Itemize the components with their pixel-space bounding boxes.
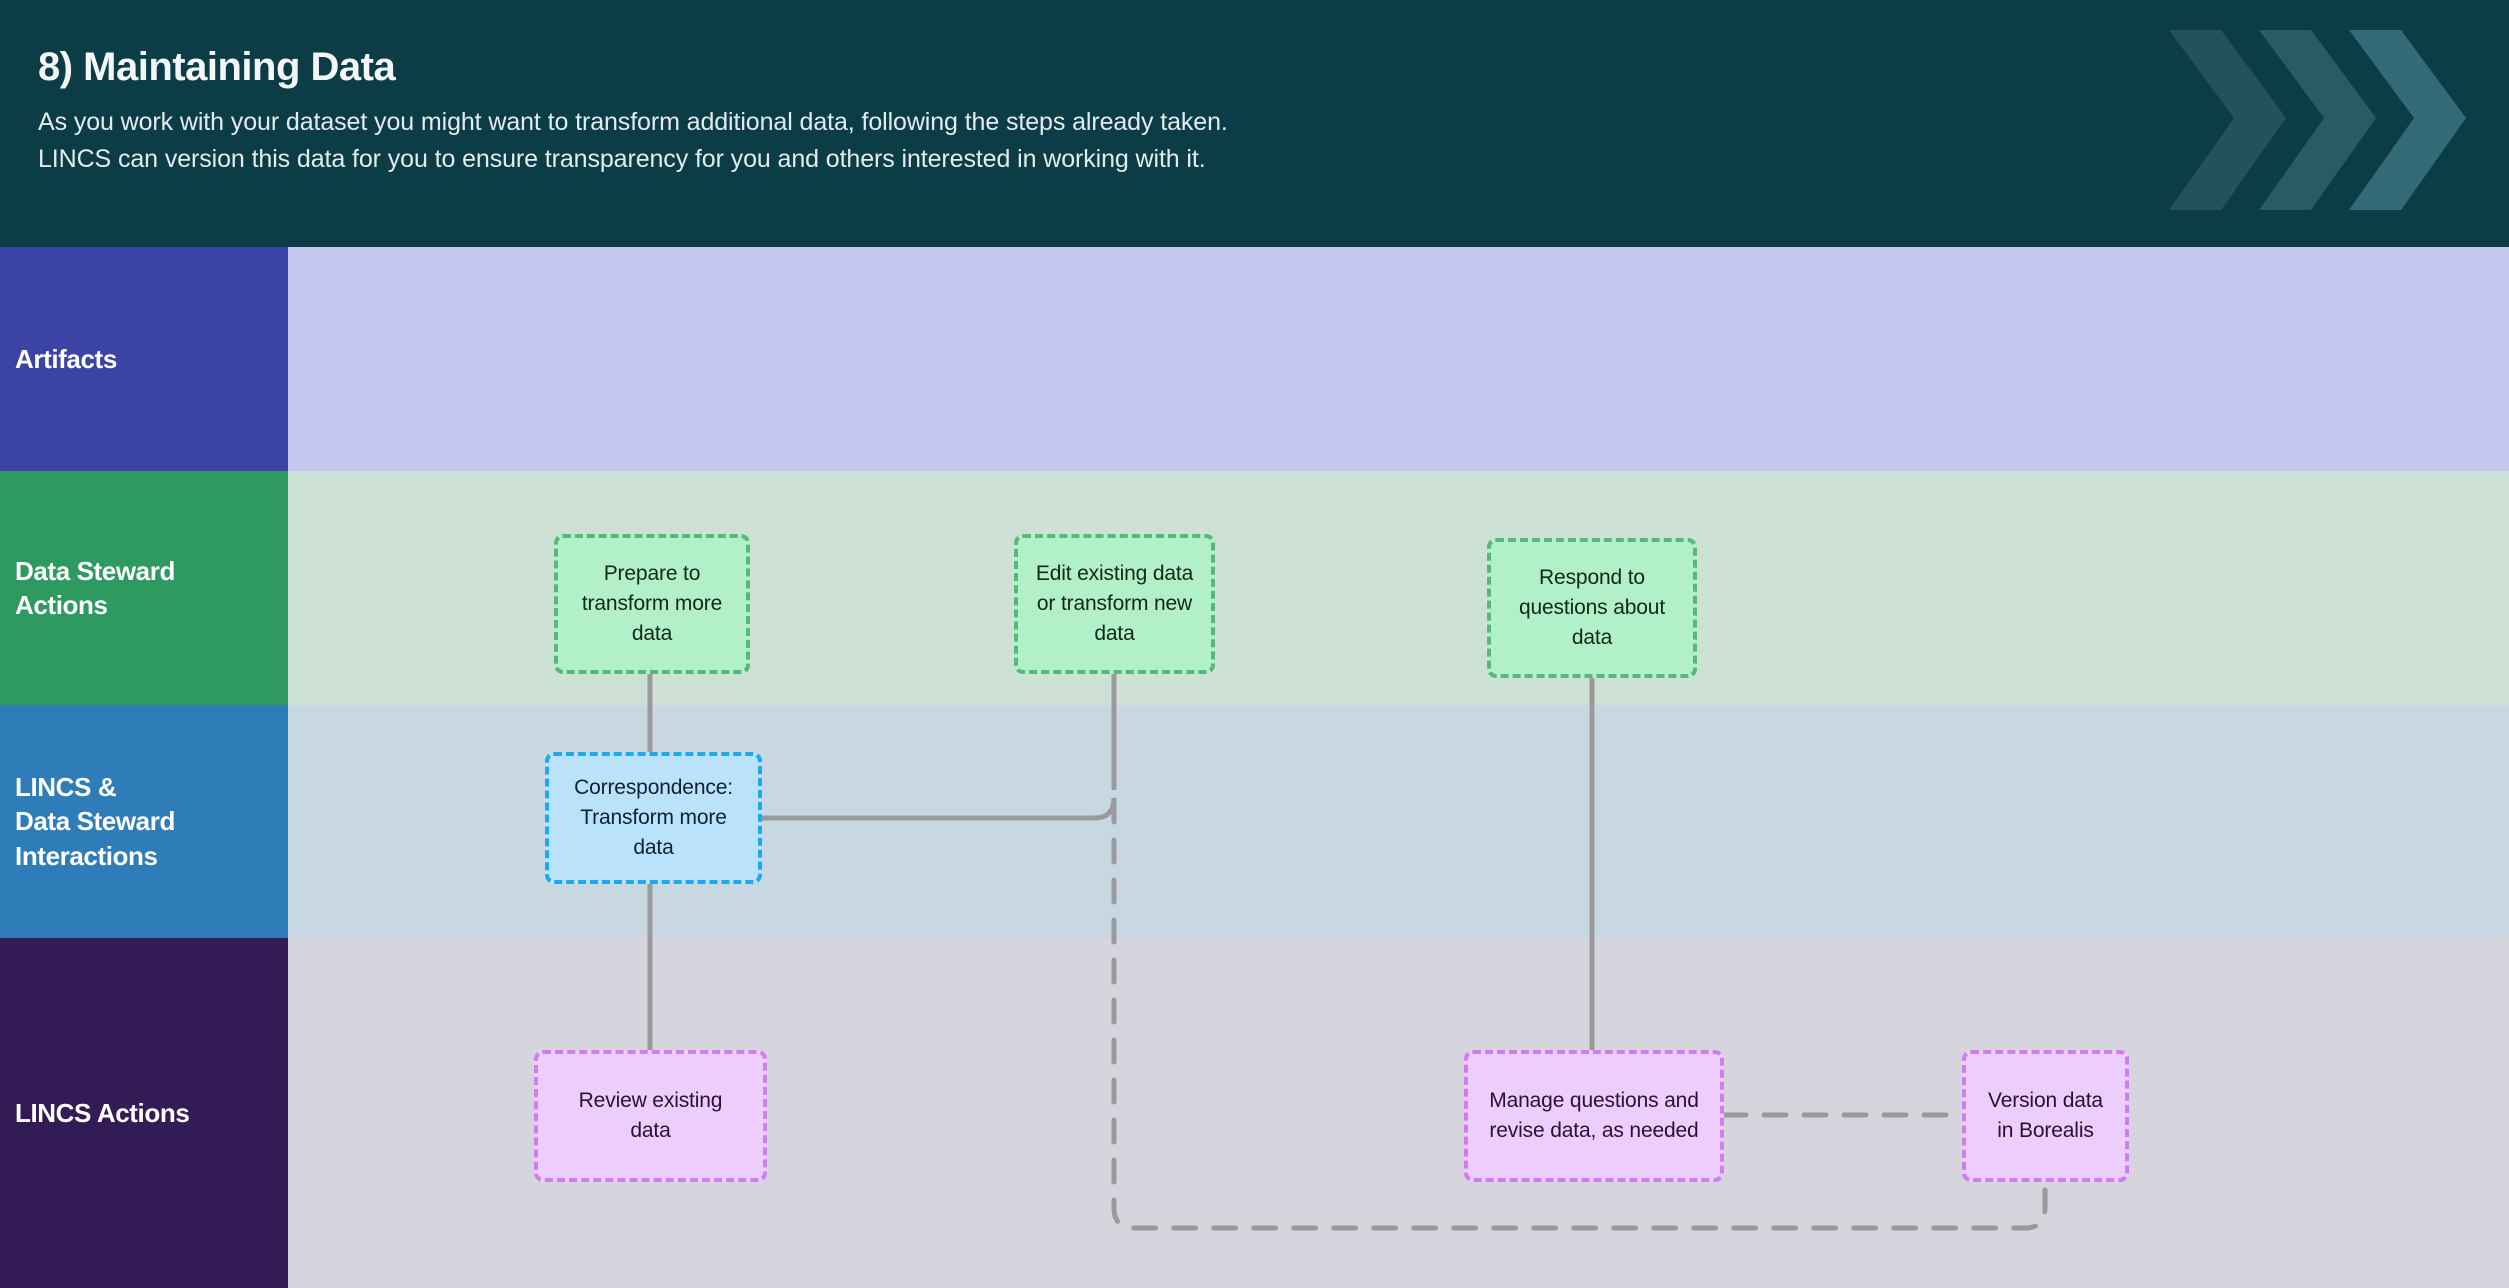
node-label: Manage questions and revise data, as nee…	[1489, 1089, 1699, 1142]
node-prepare-transform[interactable]: Prepare to transform more data	[554, 534, 750, 674]
header-subtitle-block: As you work with your dataset you might …	[38, 104, 1638, 178]
swimlane-label-text: Artifacts	[15, 343, 117, 374]
swimlane-lincs-data-steward-interactions: LINCS & Data Steward Interactions	[0, 705, 2509, 938]
swimlane-label-text: LINCS Actions	[15, 1097, 190, 1128]
swimlane-label-text: Data Steward Actions	[15, 555, 175, 620]
node-label: Prepare to transform more data	[581, 562, 723, 645]
node-edit-existing[interactable]: Edit existing data or transform new data	[1014, 534, 1215, 674]
node-version-borealis[interactable]: Version data in Borealis	[1962, 1050, 2129, 1182]
swimlane-label-text: LINCS & Data Steward Interactions	[15, 772, 175, 871]
swimlane-artifacts: Artifacts	[0, 247, 2509, 471]
node-correspondence[interactable]: Correspondence: Transform more data	[545, 752, 762, 884]
node-label: Version data in Borealis	[1988, 1089, 2103, 1142]
swimlane-label-data-steward-actions: Data Steward Actions	[0, 471, 288, 705]
page-title: 8) Maintaining Data	[38, 45, 396, 89]
swimlane-data-steward-actions: Data Steward Actions	[0, 471, 2509, 705]
node-label: Review existing data	[578, 1089, 723, 1142]
node-manage-questions[interactable]: Manage questions and revise data, as nee…	[1464, 1050, 1724, 1182]
swimlane-label-artifacts: Artifacts	[0, 247, 288, 471]
node-review-existing[interactable]: Review existing data	[534, 1050, 767, 1182]
swimlane-body-artifacts	[288, 247, 2509, 471]
swimlane-label-lincs-data-steward-interactions: LINCS & Data Steward Interactions	[0, 705, 288, 938]
header-text-block: 8) Maintaining Data As you work with you…	[38, 45, 1638, 178]
header-subtitle-line-2: LINCS can version this data for you to e…	[38, 145, 1206, 173]
node-label: Correspondence: Transform more data	[574, 776, 733, 859]
node-label: Edit existing data or transform new data	[1035, 562, 1194, 645]
triple-chevron-right-icon	[2169, 30, 2466, 210]
node-respond-questions[interactable]: Respond to questions about data	[1487, 538, 1697, 678]
swimlane-label-lincs-actions: LINCS Actions	[0, 938, 288, 1288]
header-subtitle-line-1: As you work with your dataset you might …	[38, 108, 1228, 136]
header-banner: 8) Maintaining Data As you work with you…	[0, 0, 2509, 247]
node-label: Respond to questions about data	[1518, 566, 1666, 649]
swimlane-lincs-actions: LINCS Actions	[0, 938, 2509, 1288]
